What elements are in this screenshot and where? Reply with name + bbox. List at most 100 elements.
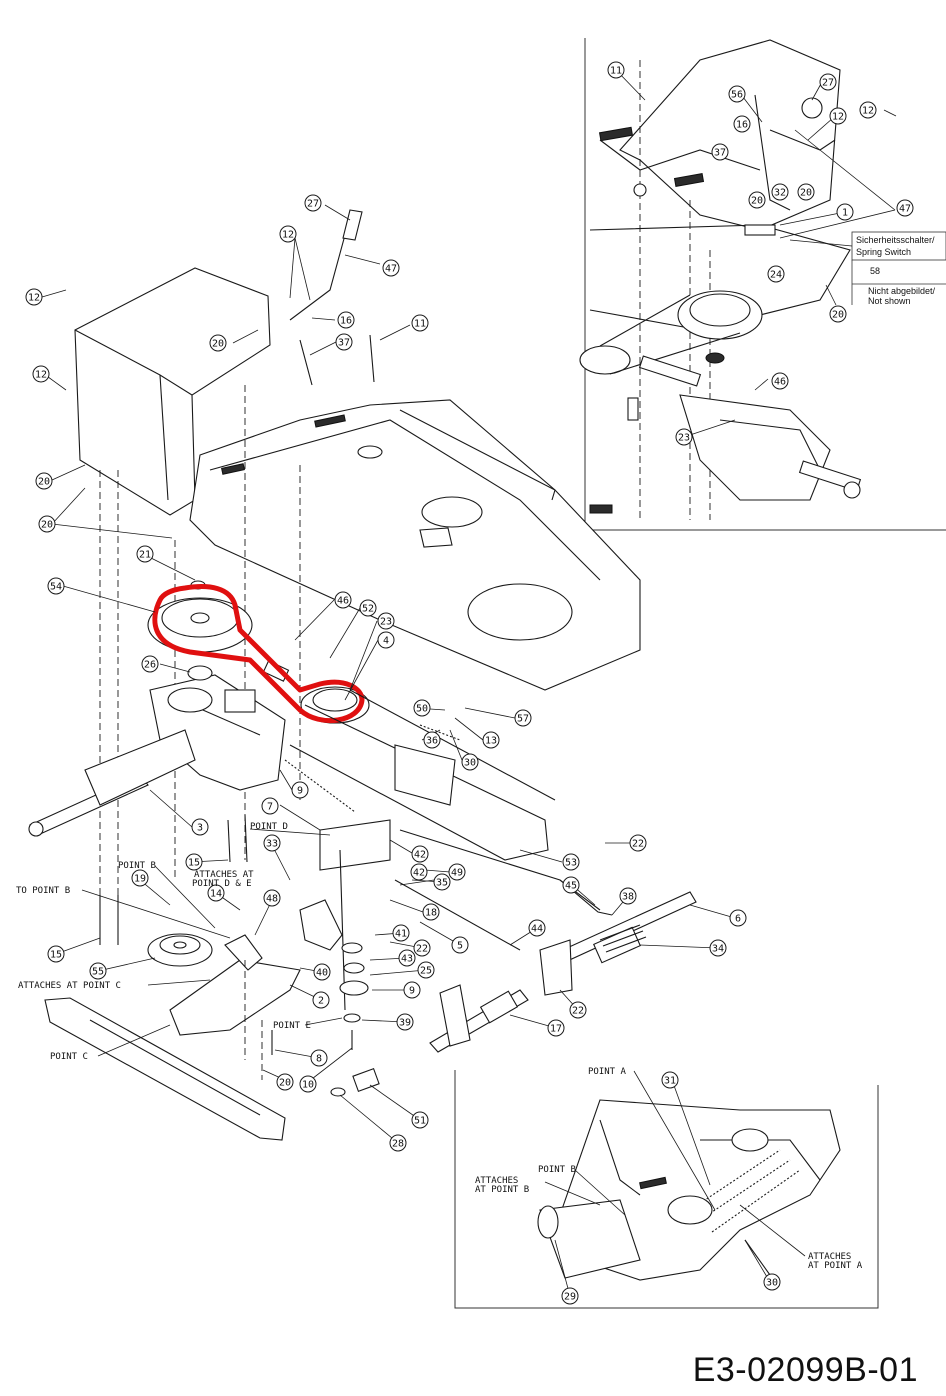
callout-c53: 53 xyxy=(562,853,580,871)
callout-number: 26 xyxy=(144,660,156,671)
callout-number: 20 xyxy=(751,196,763,207)
callout-number: 14 xyxy=(210,889,222,900)
callout-circle xyxy=(423,731,441,749)
callout-c46b: 46 xyxy=(334,591,352,609)
callout-circle xyxy=(771,372,789,390)
callout-number: 22 xyxy=(416,944,428,955)
callout-c34: 34 xyxy=(709,939,727,957)
callout-number: 52 xyxy=(362,604,374,615)
callout-c29: 29 xyxy=(561,1287,579,1305)
callout-number: 36 xyxy=(426,736,438,747)
callout-number: 24 xyxy=(770,270,782,281)
callout-number: 22 xyxy=(632,839,644,850)
label-point-b: POINT B xyxy=(118,861,156,871)
callout-circle xyxy=(461,753,479,771)
callout-number: 55 xyxy=(92,967,104,978)
legend-not-shown-en: Not shown xyxy=(868,296,911,306)
text-labels: POINT D POINT B ATTACHES AT POINT D & E … xyxy=(16,822,863,1271)
callout-c51: 51 xyxy=(411,1111,429,1129)
callout-number: 1 xyxy=(842,208,848,219)
callout-number: 29 xyxy=(564,1292,576,1303)
callout-circle xyxy=(392,924,410,942)
callout-c24: 24 xyxy=(767,265,785,283)
callout-c54: 54 xyxy=(47,577,65,595)
callout-number: 37 xyxy=(338,338,350,349)
callout-c20g: 20 xyxy=(276,1073,294,1091)
callout-number: 12 xyxy=(862,106,874,117)
callout-circle xyxy=(35,472,53,490)
label-point-e: POINT E xyxy=(273,1021,311,1031)
callout-c12b: 12 xyxy=(829,107,847,125)
callout-number: 20 xyxy=(38,477,50,488)
callout-circle xyxy=(261,797,279,815)
callout-circle xyxy=(389,1134,407,1152)
callout-c56: 56 xyxy=(728,85,746,103)
callout-number: 20 xyxy=(41,520,53,531)
callout-number: 19 xyxy=(134,874,146,885)
callout-circle xyxy=(335,333,353,351)
callout-c6: 6 xyxy=(729,909,747,927)
callout-c7: 7 xyxy=(261,797,279,815)
callout-c44: 44 xyxy=(528,919,546,937)
callout-c43: 43 xyxy=(398,949,416,967)
callout-circle xyxy=(569,1001,587,1019)
callout-circle xyxy=(279,225,297,243)
main-assembly xyxy=(28,209,697,1141)
callout-circle xyxy=(299,1075,317,1093)
callout-c15a: 15 xyxy=(185,853,203,871)
callout-number: 32 xyxy=(774,188,786,199)
callout-number: 27 xyxy=(307,199,319,210)
callout-number: 31 xyxy=(664,1076,676,1087)
callout-circle xyxy=(207,884,225,902)
callout-leaders xyxy=(41,69,897,1297)
callout-circle xyxy=(819,73,837,91)
callout-circle xyxy=(89,962,107,980)
callout-c14: 14 xyxy=(207,884,225,902)
callout-circle xyxy=(859,101,877,119)
callout-c27a: 27 xyxy=(819,73,837,91)
callout-circle xyxy=(451,936,469,954)
callout-c39: 39 xyxy=(396,1013,414,1031)
callout-c20c: 20 xyxy=(829,305,847,323)
callout-circle xyxy=(748,191,766,209)
callout-c20b: 20 xyxy=(748,191,766,209)
callout-c57: 57 xyxy=(514,709,532,727)
callout-c52: 52 xyxy=(359,599,377,617)
callout-number: 20 xyxy=(212,339,224,350)
callout-number: 11 xyxy=(610,66,622,77)
callout-c13: 13 xyxy=(482,731,500,749)
callout-c32: 32 xyxy=(771,183,789,201)
callout-circle xyxy=(411,845,429,863)
callout-circle xyxy=(263,889,281,907)
callout-circle xyxy=(359,599,377,617)
callout-circle xyxy=(334,591,352,609)
legend-switch-en: Spring Switch xyxy=(856,247,911,257)
callout-c3: 3 xyxy=(191,818,209,836)
callout-number: 15 xyxy=(188,858,200,869)
callout-number: 23 xyxy=(380,617,392,628)
callout-circle xyxy=(337,311,355,329)
callout-c15b: 15 xyxy=(47,945,65,963)
callout-number: 57 xyxy=(517,714,529,725)
legend-switch-de: Sicherheitsschalter/ xyxy=(856,235,935,245)
callout-c12a: 12 xyxy=(859,101,877,119)
callout-number: 9 xyxy=(297,786,303,797)
callout-number: 39 xyxy=(399,1018,411,1029)
callout-circle xyxy=(711,143,729,161)
callout-c11a: 11 xyxy=(607,61,625,79)
callout-c22c: 22 xyxy=(569,1001,587,1019)
callout-c37a: 37 xyxy=(711,143,729,161)
callout-number: 54 xyxy=(50,582,62,593)
legend-box xyxy=(851,231,946,261)
callout-c1: 1 xyxy=(836,203,854,221)
callout-c12e: 12 xyxy=(32,365,50,383)
callout-circle xyxy=(291,781,309,799)
callout-number: 15 xyxy=(50,950,62,961)
callout-number: 11 xyxy=(414,319,426,330)
callout-c20f: 20 xyxy=(38,515,56,533)
callout-circle xyxy=(413,939,431,957)
callout-c49: 49 xyxy=(448,863,466,881)
callout-number: 25 xyxy=(420,966,432,977)
callout-circle xyxy=(771,183,789,201)
